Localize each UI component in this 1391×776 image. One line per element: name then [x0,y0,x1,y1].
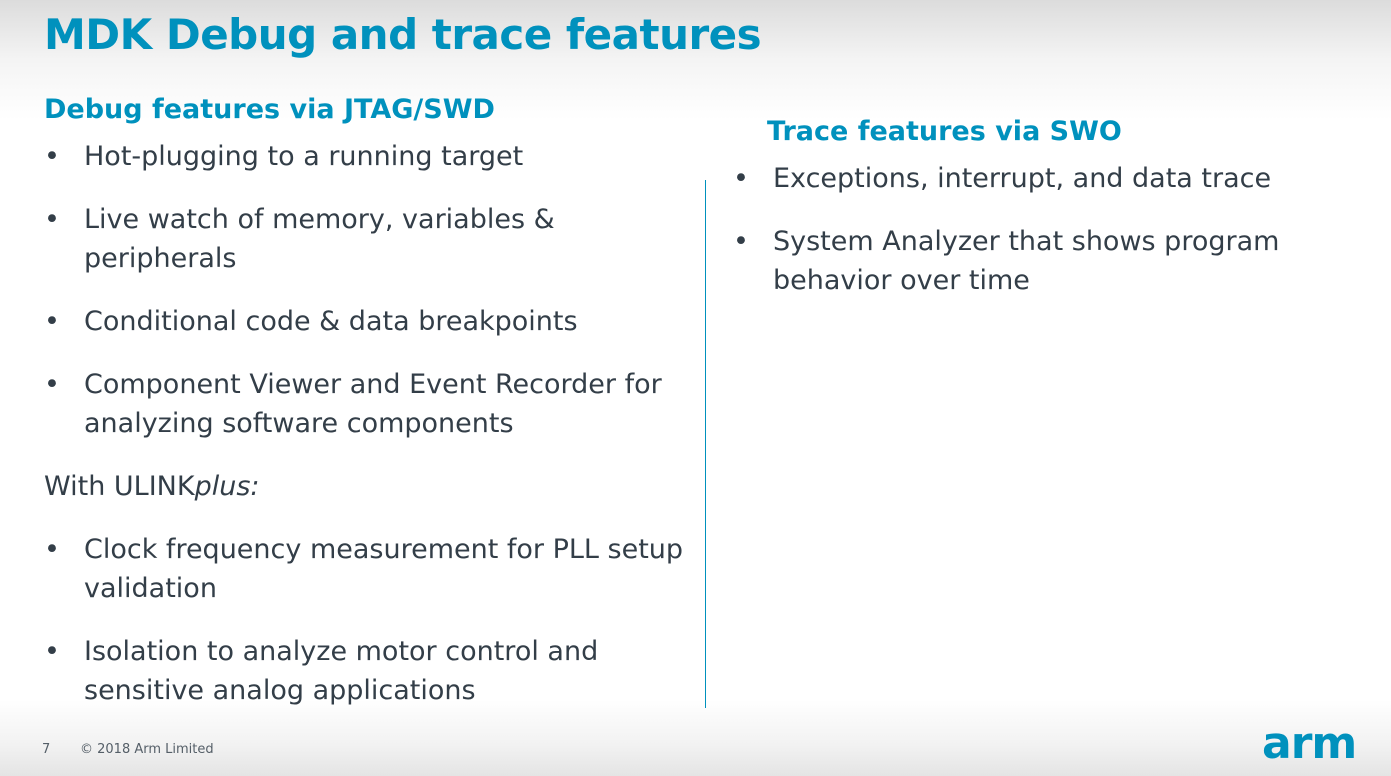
list-item: • Exceptions, interrupt, and data trace [733,159,1373,198]
list-item: • Conditional code & data breakpoints [44,302,684,341]
list-item-text: Clock frequency measurement for PLL setu… [84,534,684,604]
ulink-prefix: With ULINK [44,471,195,502]
bullet-icon: • [44,369,60,400]
ulink-italic: plus: [194,471,260,502]
bullet-icon: • [733,226,749,257]
slide-footer: 7 © 2018 Arm Limited [42,742,214,757]
list-item-text: Exceptions, interrupt, and data trace [773,163,1272,194]
debug-features-list: • Hot-plugging to a running target • Live … [44,137,684,443]
bullet-icon: • [44,306,60,337]
list-item: • Component Viewer and Event Recorder for… [44,365,684,443]
copyright-notice: © 2018 Arm Limited [80,742,214,757]
bullet-icon: • [44,204,60,235]
list-item: • Live watch of memory, variables & perip… [44,200,684,278]
bullet-icon: • [733,163,749,194]
trace-features-list: • Exceptions, interrupt, and data trace •… [733,159,1373,300]
bullet-icon: • [44,141,60,172]
list-item: • Clock frequency measurement for PLL set… [44,530,684,608]
debug-features-column: Debug features via JTAG/SWD • Hot-pluggin… [44,94,684,734]
list-item-text: Live watch of memory, variables & periph… [84,204,555,274]
slide-title: MDK Debug and trace features [44,10,762,59]
debug-features-heading: Debug features via JTAG/SWD [44,94,495,125]
trace-features-column: Trace features via SWO • Exceptions, inte… [733,116,1373,324]
page-number: 7 [42,742,51,757]
ulink-features-list: • Clock frequency measurement for PLL set… [44,530,684,710]
bullet-icon: • [44,636,60,667]
list-item-text: Isolation to analyze motor control and s… [84,636,599,706]
bullet-icon: • [44,534,60,565]
list-item-text: System Analyzer that shows program behav… [773,226,1280,296]
list-item: • Isolation to analyze motor control and … [44,632,684,710]
list-item-text: Conditional code & data breakpoints [84,306,578,337]
arm-logo: arm [1262,718,1357,769]
list-item: • Hot-plugging to a running target [44,137,684,176]
trace-features-heading: Trace features via SWO [767,116,1122,147]
ulink-subheading: With ULINKplus: [44,467,684,506]
list-item-text: Component Viewer and Event Recorder for … [84,369,662,439]
list-item-text: Hot-plugging to a running target [84,141,524,172]
list-item: • System Analyzer that shows program beha… [733,222,1373,300]
column-divider [705,180,706,708]
